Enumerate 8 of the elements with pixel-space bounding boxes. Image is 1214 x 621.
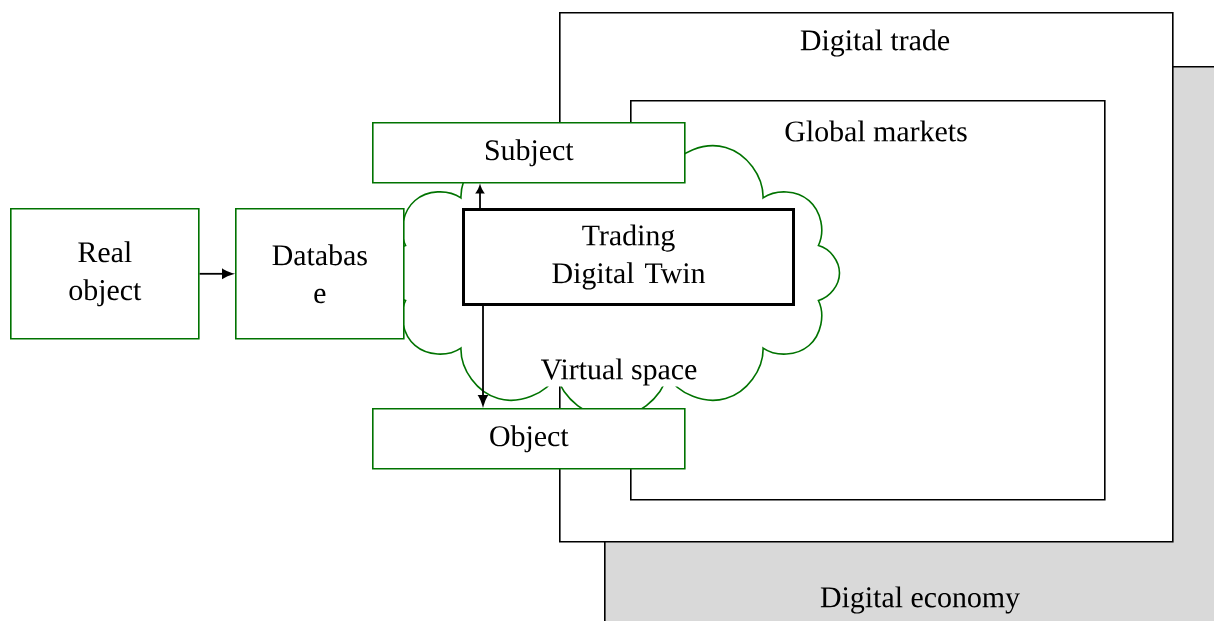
process-box: Trading Digital Twin	[462, 208, 795, 306]
process-box: Real object	[10, 208, 200, 340]
arrow	[478, 305, 488, 406]
arrow	[198, 269, 233, 279]
process-box: Databas e	[235, 208, 405, 340]
process-box: Object	[372, 408, 686, 470]
arrow	[475, 185, 485, 209]
process-box: Subject	[372, 122, 686, 184]
